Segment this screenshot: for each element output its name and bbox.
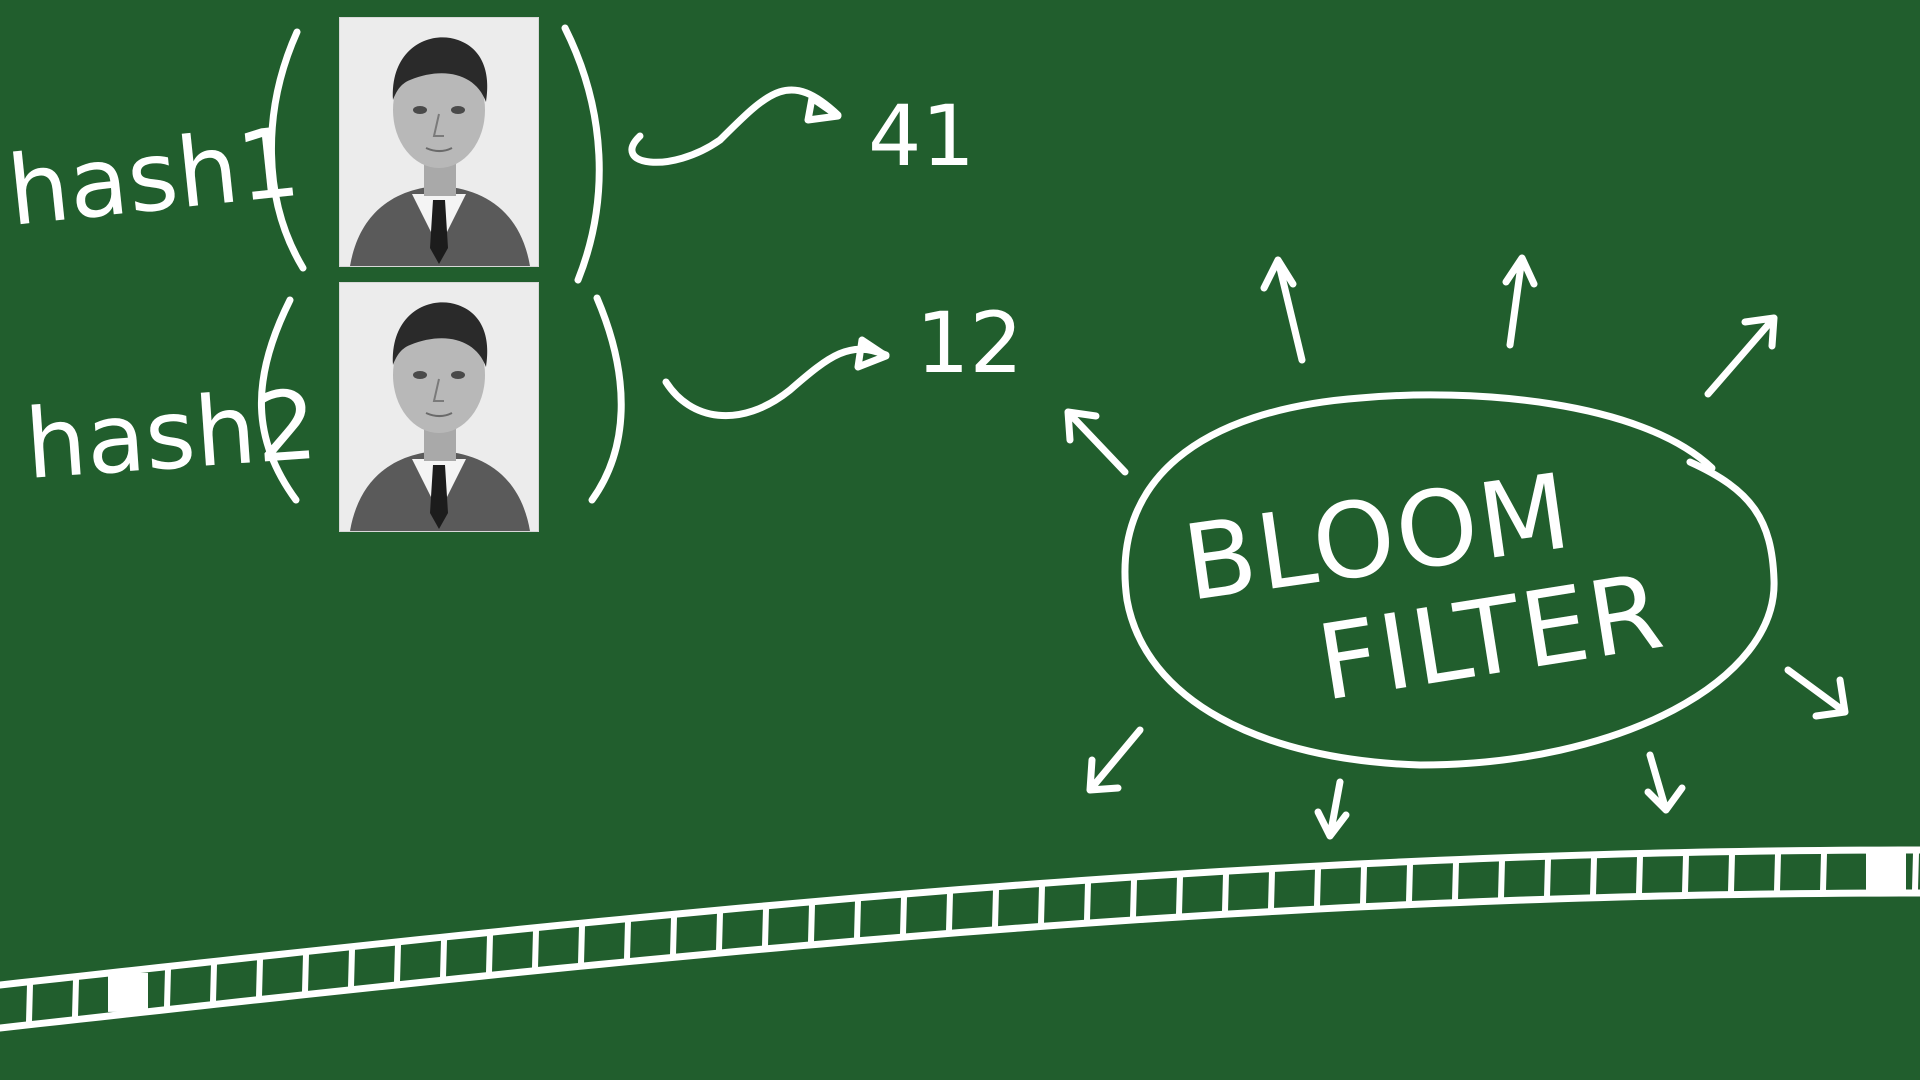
bit-array	[0, 846, 1920, 1032]
bit-array-set-bit	[108, 972, 148, 1012]
bit-array-stroke	[486, 932, 493, 976]
bit-array-stroke	[1038, 883, 1045, 927]
bit-array-stroke	[1774, 850, 1781, 894]
bit-array-stroke	[1544, 856, 1551, 900]
bit-array-stroke	[1636, 853, 1643, 897]
arrow-up-left	[1064, 408, 1129, 476]
portrait-photo-icon	[340, 18, 538, 266]
bit-array-stroke	[302, 951, 309, 995]
open-paren-hash1	[268, 28, 307, 272]
bit-array-stroke	[1360, 863, 1367, 907]
bloom-filter-ellipse	[1121, 391, 1778, 769]
arrow-down-left	[1086, 726, 1144, 794]
hash1-arrow	[628, 86, 842, 166]
bit-array-stroke	[1682, 852, 1689, 896]
bit-array-stroke	[1176, 873, 1183, 917]
bit-array-stroke	[670, 914, 677, 958]
bit-array-stroke	[1222, 871, 1229, 915]
bit-array-stroke	[1590, 854, 1597, 898]
hash1-label: hash1	[3, 106, 305, 248]
hash1-input-photo	[339, 17, 539, 267]
bit-array-stroke	[854, 897, 861, 941]
bit-array-stroke	[1084, 880, 1091, 924]
bit-array-stroke	[992, 886, 999, 930]
bit-array-stroke	[1820, 850, 1827, 894]
hash2-label: hash2	[22, 369, 321, 501]
bit-array-stroke	[716, 909, 723, 953]
bit-array-stroke	[26, 981, 33, 1025]
bit-array-stroke	[440, 937, 447, 981]
bit-array-stroke	[578, 923, 585, 967]
arrow-up-right	[1704, 314, 1778, 398]
bit-array-stroke	[1912, 850, 1919, 894]
close-paren-hash1	[561, 24, 603, 284]
bit-array-stroke	[256, 956, 263, 1000]
bit-array-stroke	[348, 946, 355, 990]
bit-array-stroke	[1406, 861, 1413, 905]
bit-array-stroke	[1498, 857, 1505, 901]
bit-array-stroke	[0, 846, 1920, 989]
bit-array-stroke	[1452, 859, 1459, 903]
bit-array-stroke	[210, 961, 217, 1005]
arrow-down-right	[1784, 666, 1849, 720]
hash2-input-photo	[339, 282, 539, 532]
arrow-up-2	[1502, 254, 1538, 349]
bit-array-stroke	[394, 941, 401, 985]
hash2-arrow	[662, 345, 890, 420]
arrow-down-1	[1314, 778, 1350, 840]
radiating-arrows	[1064, 254, 1849, 840]
bit-array-stroke	[900, 894, 907, 938]
bit-array-stroke	[1728, 851, 1735, 895]
bit-array-stroke	[1268, 868, 1275, 912]
portrait-photo-icon	[340, 283, 538, 531]
hash1-arrowhead	[804, 94, 842, 124]
bit-array-stroke	[72, 976, 79, 1020]
bit-array-stroke	[762, 905, 769, 949]
close-paren-hash2	[588, 294, 625, 504]
bit-array-stroke	[164, 966, 171, 1010]
bit-array-stroke	[1130, 876, 1137, 920]
bit-array-stroke	[0, 889, 1920, 1032]
bit-array-stroke	[946, 890, 953, 934]
bit-array-stroke	[808, 901, 815, 945]
open-paren-hash2	[257, 296, 300, 504]
arrow-down-2	[1644, 751, 1686, 814]
bit-array-stroke	[1314, 866, 1321, 910]
bit-array-set-bit	[1866, 852, 1906, 892]
bit-array-stroke	[624, 918, 631, 962]
hash2-output: 12	[916, 294, 1023, 392]
bit-array-stroke	[532, 927, 539, 971]
hash1-output: 41	[868, 87, 975, 185]
arrow-up-1	[1260, 256, 1306, 364]
hash2-arrowhead	[854, 336, 890, 371]
